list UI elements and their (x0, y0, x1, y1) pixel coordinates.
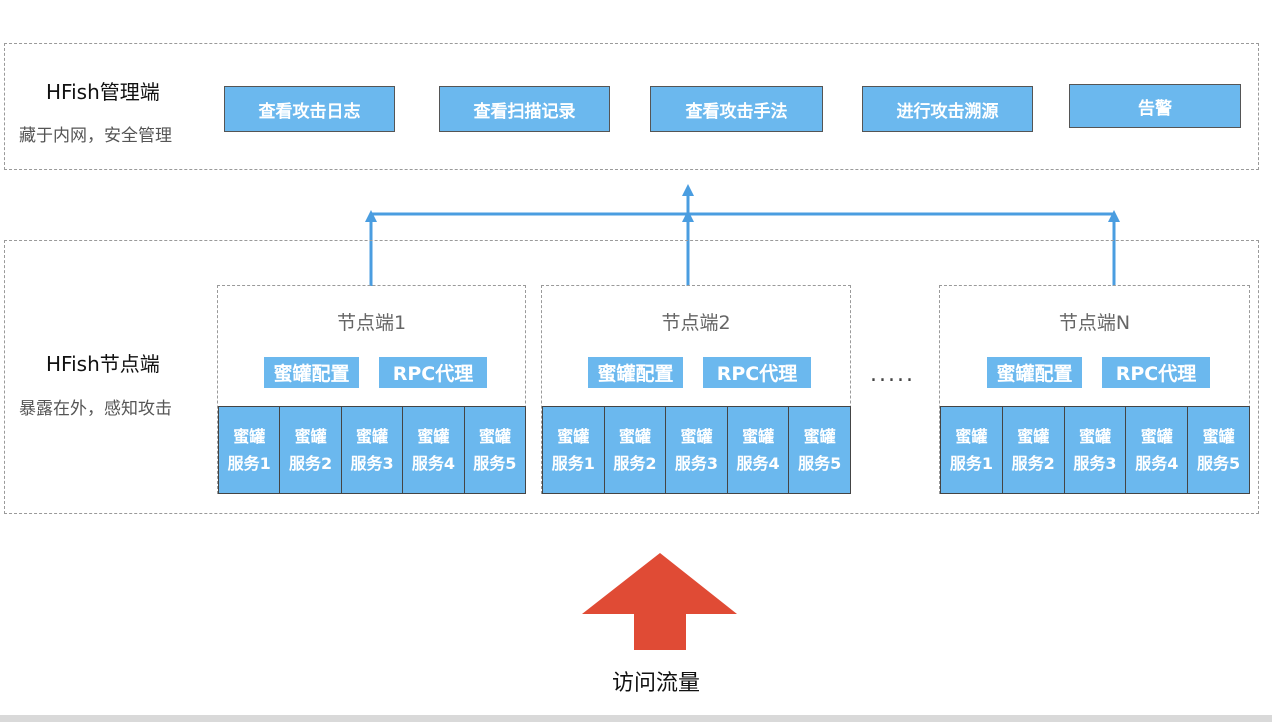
attack-tracing-button[interactable]: 进行攻击溯源 (862, 86, 1033, 132)
arrow-head-icon (682, 210, 694, 222)
manager-subtitle: 藏于内网，安全管理 (19, 126, 172, 146)
service-box: 蜜罐服务4 (403, 407, 465, 493)
service-box: 蜜罐服务3 (666, 407, 728, 493)
service-row-n: 蜜罐服务1 蜜罐服务2 蜜罐服务3 蜜罐服务4 蜜罐服务5 (940, 406, 1250, 494)
service-box: 蜜罐服务4 (1126, 407, 1189, 493)
node-name-2: 节点端2 (661, 312, 731, 334)
service-box: 蜜罐服务5 (464, 407, 526, 493)
more-nodes-ellipsis: ..... (870, 362, 915, 387)
view-scan-records-button[interactable]: 查看扫描记录 (439, 86, 610, 132)
rpc-proxy-tag-2: RPC代理 (703, 357, 811, 388)
service-box: 蜜罐服务1 (543, 407, 605, 493)
service-row-1: 蜜罐服务1 蜜罐服务2 蜜罐服务3 蜜罐服务4 蜜罐服务5 (218, 406, 526, 494)
service-box: 蜜罐服务3 (341, 407, 404, 493)
arrow-head-icon (365, 210, 377, 222)
arrow-head-icon (1108, 210, 1120, 222)
service-box: 蜜罐服务4 (727, 407, 790, 493)
rpc-proxy-tag-1: RPC代理 (379, 357, 487, 388)
connector-lines (365, 184, 1120, 286)
manager-panel (4, 43, 1259, 170)
traffic-arrow-icon (582, 553, 737, 650)
rpc-proxy-tag-n: RPC代理 (1102, 357, 1210, 388)
service-box: 蜜罐服务1 (941, 407, 1003, 493)
honeypot-config-tag-n: 蜜罐配置 (987, 357, 1082, 388)
node-name-1: 节点端1 (336, 312, 407, 334)
manager-title: HFish管理端 (46, 80, 160, 104)
traffic-label: 访问流量 (612, 671, 701, 696)
service-box: 蜜罐服务5 (789, 407, 850, 493)
service-box: 蜜罐服务2 (280, 407, 342, 493)
bottom-bar (0, 715, 1272, 722)
arrow-head-icon (682, 184, 694, 196)
node-name-n: 节点端N (1058, 312, 1131, 334)
alert-button[interactable]: 告警 (1069, 84, 1241, 128)
service-box: 蜜罐服务3 (1064, 407, 1127, 493)
service-box: 蜜罐服务2 (1002, 407, 1065, 493)
view-attack-methods-button[interactable]: 查看攻击手法 (650, 86, 823, 132)
view-attack-log-button[interactable]: 查看攻击日志 (224, 86, 395, 132)
service-row-2: 蜜罐服务1 蜜罐服务2 蜜罐服务3 蜜罐服务4 蜜罐服务5 (542, 406, 851, 494)
service-box: 蜜罐服务2 (604, 407, 667, 493)
node-section-title: HFish节点端 (46, 352, 160, 376)
service-box: 蜜罐服务1 (219, 407, 281, 493)
honeypot-config-tag-1: 蜜罐配置 (264, 357, 359, 388)
node-section-panel (4, 240, 1259, 514)
node-section-subtitle: 暴露在外，感知攻击 (19, 399, 172, 419)
service-box: 蜜罐服务5 (1188, 407, 1249, 493)
honeypot-config-tag-2: 蜜罐配置 (588, 357, 683, 388)
